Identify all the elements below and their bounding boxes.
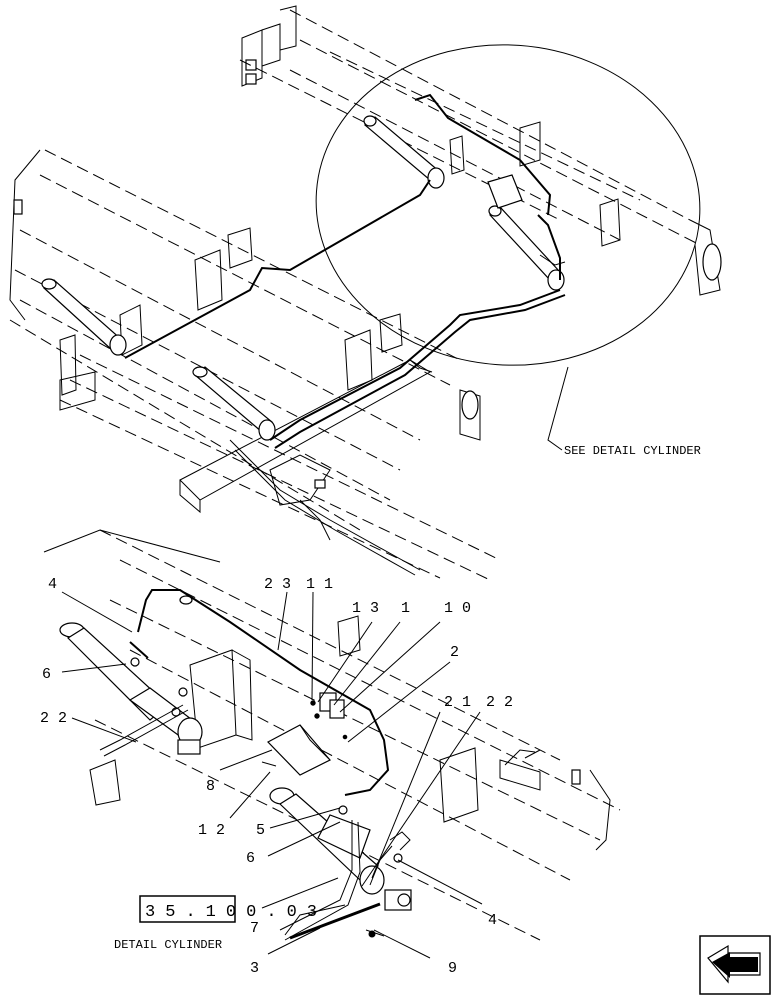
cylinder-top-middle	[192, 366, 276, 441]
callout-6a: 6	[42, 666, 51, 683]
see-detail-label: SEE DETAIL CYLINDER	[564, 444, 701, 458]
callout-11: 1 1	[306, 576, 333, 593]
detail-cylinder-view	[43, 529, 621, 959]
cylinder-top-right-a	[363, 115, 445, 189]
reference-box[interactable]: 35.100.03	[139, 895, 317, 923]
callout-4a: 4	[48, 576, 57, 593]
cylinder-top-right-b	[488, 205, 565, 291]
callout-labels: 4 6 2 2 2 3 1 1 1 3 1 1 0 2 2 1 2 2 8 1 …	[40, 576, 513, 977]
callout-5: 5	[256, 822, 265, 839]
detail-cylinder-lower	[269, 787, 412, 911]
callout-23: 2 3	[264, 576, 291, 593]
callout-9: 9	[448, 960, 457, 977]
callout-6b: 6	[246, 850, 255, 867]
callout-21: 2 1	[444, 694, 471, 711]
frame-assembly-top	[9, 5, 722, 581]
callout-22a: 2 2	[40, 710, 67, 727]
arrow-back-icon[interactable]	[699, 935, 771, 995]
callout-12: 1 2	[198, 822, 225, 839]
detail-cylinder-upper	[59, 622, 203, 755]
callout-2: 2	[450, 644, 459, 661]
callout-8: 8	[206, 778, 215, 795]
callout-7: 7	[250, 920, 259, 937]
callout-3: 3	[250, 960, 259, 977]
callout-22b: 2 2	[486, 694, 513, 711]
callout-4b: 4	[488, 912, 497, 929]
cylinder-top-left	[41, 278, 127, 356]
callout-13: 1 3	[352, 600, 379, 617]
callout-1: 1	[401, 600, 410, 617]
detail-caption: DETAIL CYLINDER	[114, 938, 222, 952]
reference-number[interactable]: 35.100.03	[145, 903, 317, 922]
callout-10: 1 0	[444, 600, 471, 617]
